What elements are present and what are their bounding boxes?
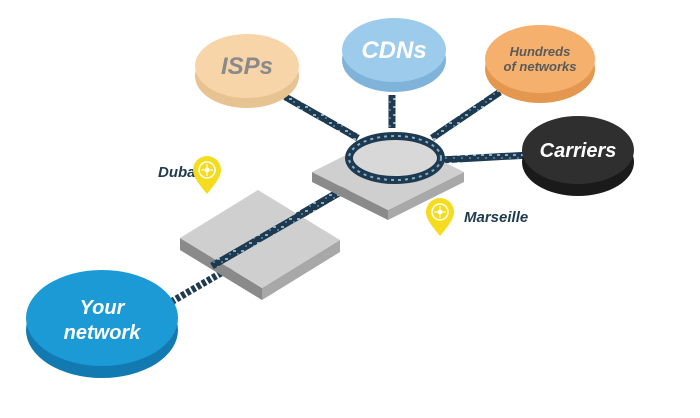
dubai-platform-right-side — [262, 240, 340, 300]
marseille-label: Marseille — [464, 209, 528, 226]
hundreds-node-top — [485, 25, 595, 93]
dubai-platform-left-side — [180, 238, 262, 300]
cdns-node: CDNs — [342, 18, 446, 92]
your-network-node: Your network — [26, 270, 178, 378]
carriers-node-top — [522, 116, 634, 184]
dubai-pin-icon — [193, 156, 221, 194]
marseille-platform-right-side — [388, 172, 464, 220]
cdns-label: CDNs — [361, 37, 426, 64]
cables — [138, 89, 531, 324]
marseille-platform — [312, 132, 464, 220]
marseille-pin-icon — [426, 198, 454, 236]
cdns-node-top — [342, 18, 446, 82]
dubai-platform — [180, 190, 340, 300]
dubai-location: Dubai — [158, 156, 221, 194]
your-network-label-line2: network — [64, 322, 142, 344]
hundreds-label-line1: Hundreds — [510, 44, 571, 59]
isps-label: ISPs — [221, 53, 273, 80]
cable-isps-to-ring — [280, 91, 360, 142]
hundreds-of-networks-node: Hundreds of networks — [485, 25, 595, 103]
marseille-platform-left-side — [312, 172, 388, 220]
carriers-label: Carriers — [540, 140, 617, 162]
cable-hundreds-to-ring — [430, 89, 502, 141]
exchange-ring-highlight — [348, 135, 442, 181]
cable-across-dubai — [210, 201, 320, 270]
dubai-label: Dubai — [158, 164, 201, 181]
cable-carriers-to-ring — [439, 151, 531, 164]
isps-node: ISPs — [195, 34, 299, 108]
your-network-label-line1: Your — [80, 297, 126, 319]
your-network-node-top — [26, 270, 178, 366]
hundreds-label-line2: of networks — [504, 59, 577, 74]
carriers-node: Carriers — [522, 116, 634, 196]
isps-node-top — [195, 34, 299, 98]
marseille-location: Marseille — [426, 198, 528, 236]
